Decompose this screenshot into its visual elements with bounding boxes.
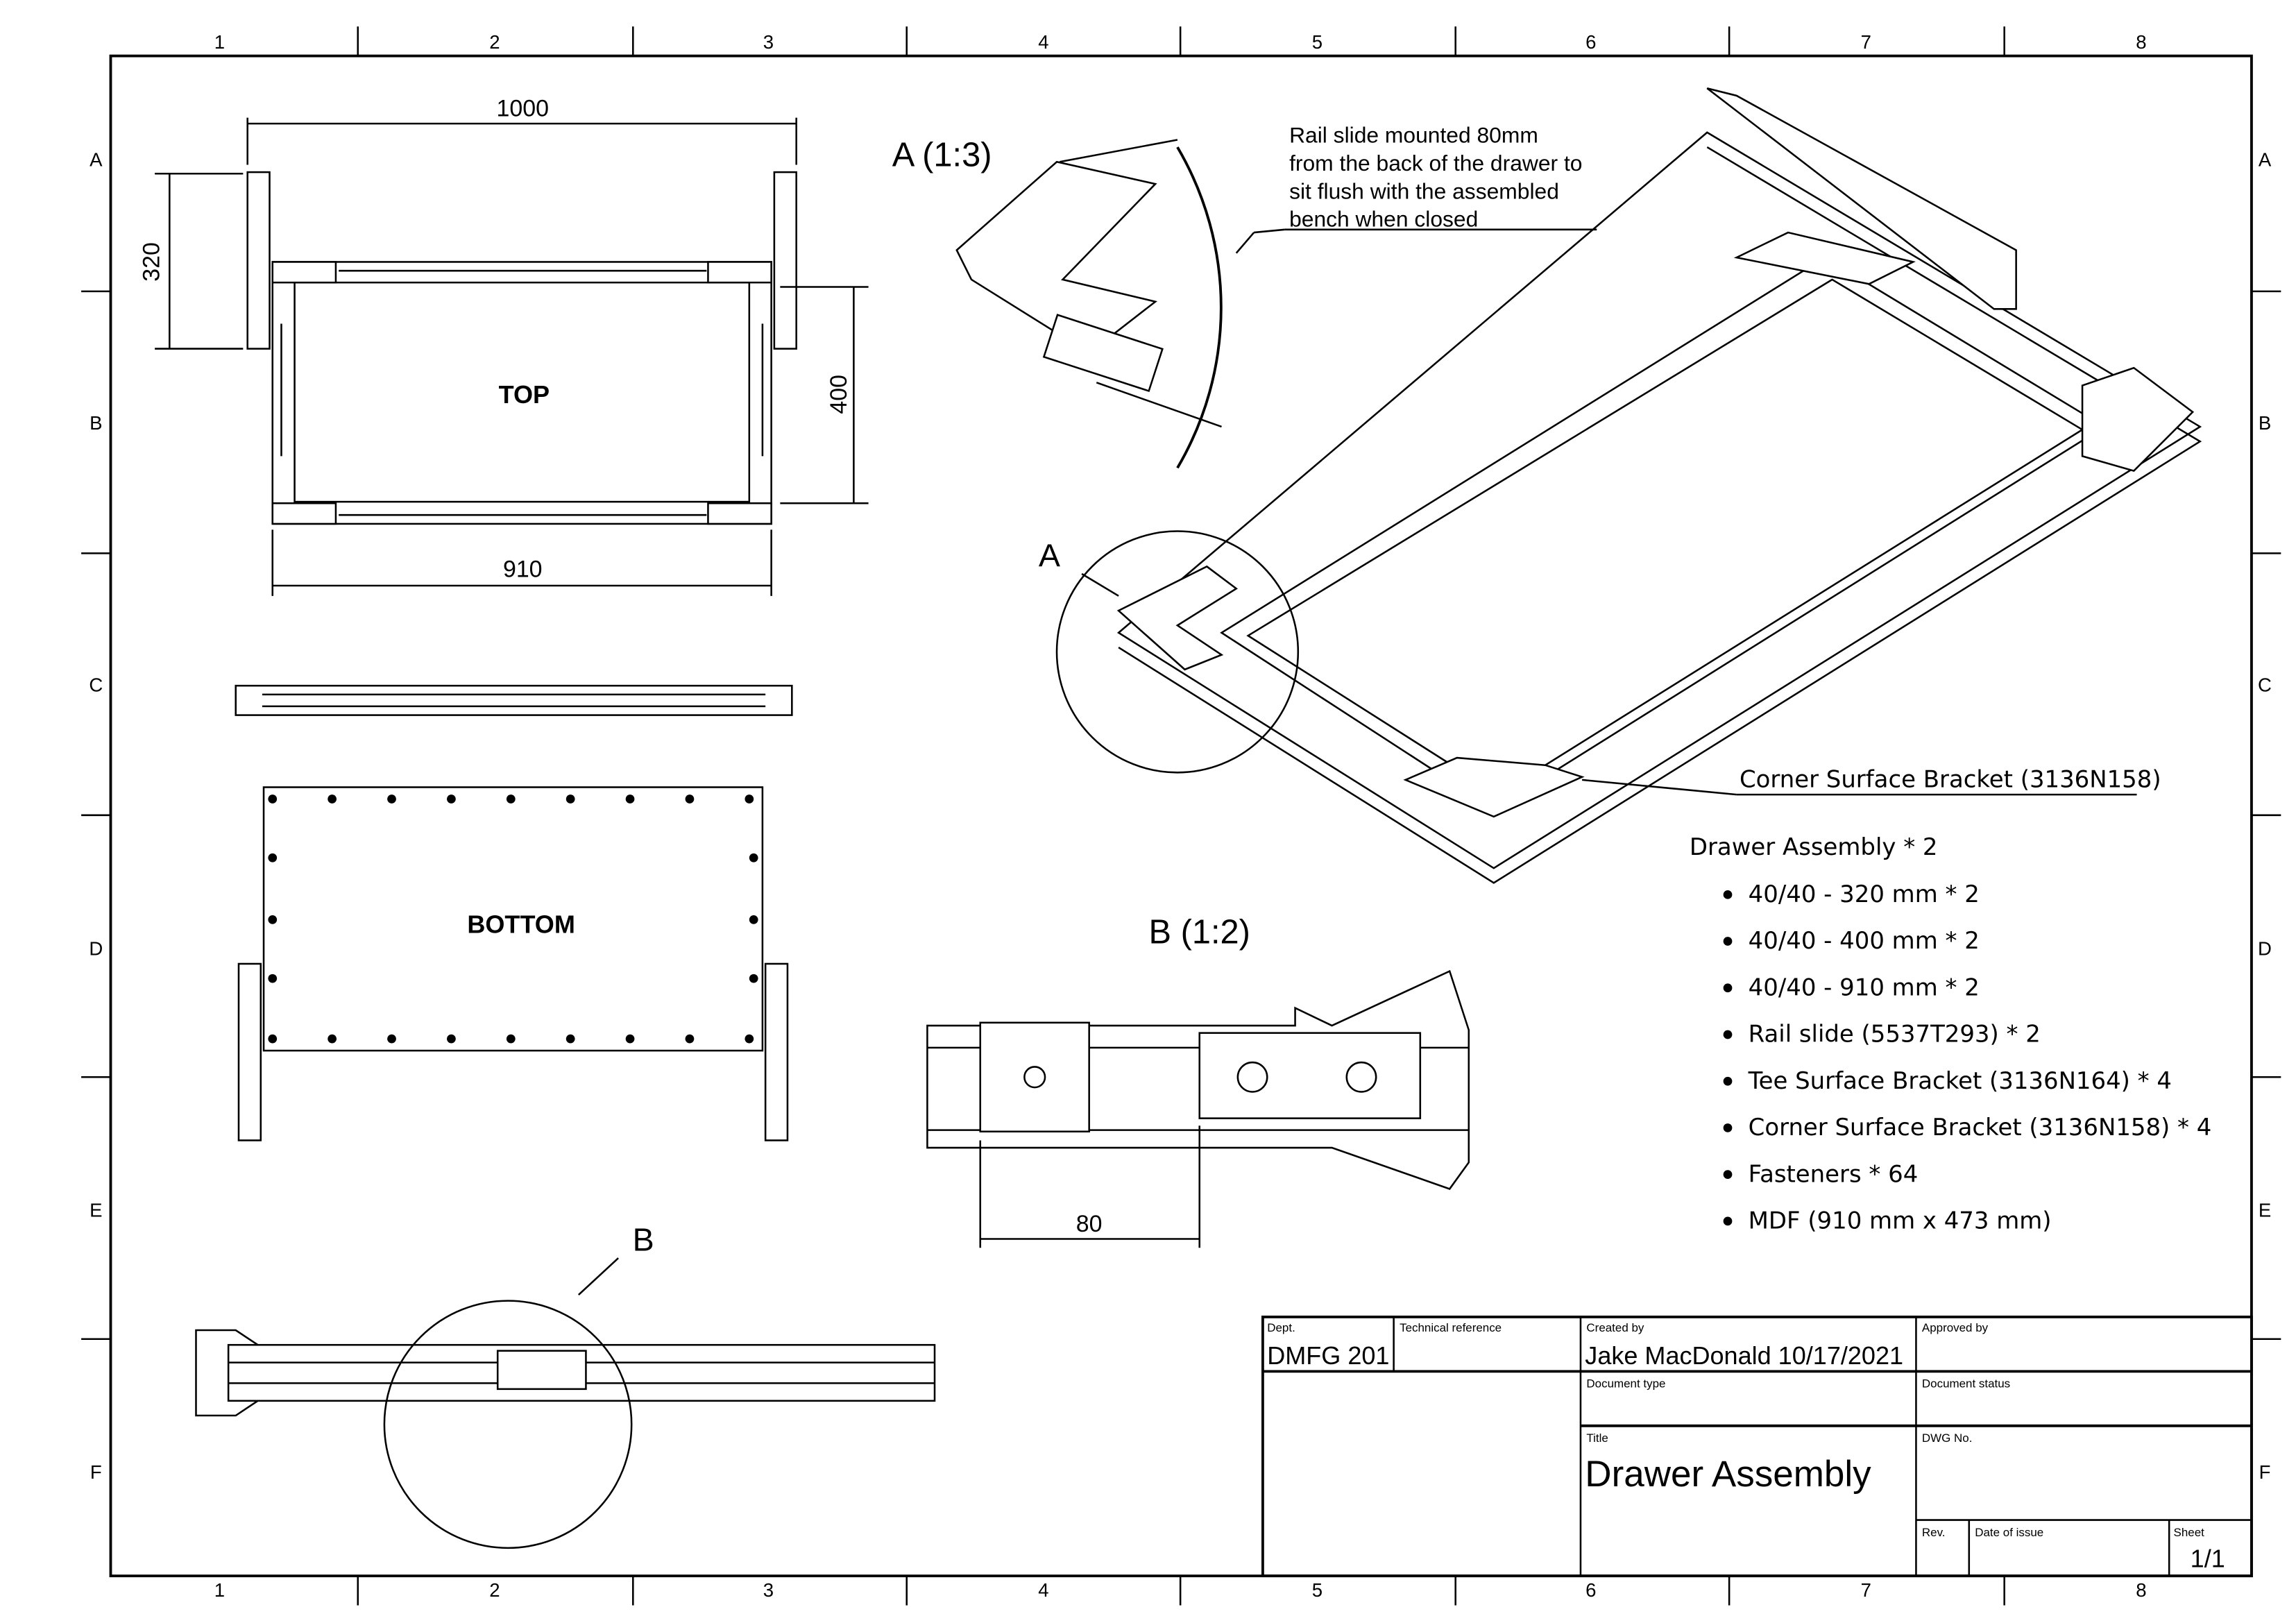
bullet-icon xyxy=(1723,1123,1733,1132)
tech-ref-label: Technical reference xyxy=(1400,1321,1502,1334)
title-block: Dept. DMFG 201 Technical reference Creat… xyxy=(1261,1316,2253,1578)
column-marker: 4 xyxy=(1038,1579,1048,1601)
detail-a-view: A (1:3) Rail slide mounted 80mm from the … xyxy=(892,123,1597,469)
date-of-issue-label: Date of issue xyxy=(1975,1526,2043,1539)
dim-80: 80 xyxy=(1076,1211,1103,1237)
dim-320: 320 xyxy=(138,242,164,282)
dim-910: 910 xyxy=(503,556,543,582)
bullet-icon xyxy=(1723,937,1733,946)
bom-heading: Drawer Assembly * 2 xyxy=(1690,833,1938,860)
rev-label: Rev. xyxy=(1922,1526,1946,1539)
detail-a-marker: A xyxy=(1039,537,1061,573)
column-marker: 6 xyxy=(1585,31,1596,53)
bullet-icon xyxy=(1723,1170,1733,1180)
side-view: B xyxy=(195,1221,936,1549)
row-marker: D xyxy=(89,937,103,959)
detail-b-title: B (1:2) xyxy=(1149,913,1250,951)
row-marker: F xyxy=(2259,1461,2271,1483)
column-marker: 4 xyxy=(1038,31,1048,53)
bullet-icon xyxy=(1723,1216,1733,1226)
column-marker: 7 xyxy=(1861,31,1871,53)
isometric-view: A Corner Surface Bracket (3136N158) xyxy=(1039,87,2202,884)
dwg-no-label: DWG No. xyxy=(1922,1431,1973,1445)
bom-item: Rail slide (5537T293) * 2 xyxy=(1749,1021,2041,1048)
dept-label: Dept. xyxy=(1267,1321,1295,1334)
row-marker: C xyxy=(89,674,103,696)
row-marker: C xyxy=(2258,674,2272,696)
sheet-label: Sheet xyxy=(2174,1526,2205,1539)
created-by-label: Created by xyxy=(1586,1321,1644,1334)
bullet-icon xyxy=(1723,983,1733,993)
created-by-value: Jake MacDonald 10/17/2021 xyxy=(1585,1341,1903,1370)
detail-b-marker: B xyxy=(633,1221,654,1257)
top-view-label: TOP xyxy=(499,380,550,409)
bom-item: Fasteners * 64 xyxy=(1749,1160,1919,1187)
dim-1000: 1000 xyxy=(497,96,549,122)
dim-400: 400 xyxy=(826,375,852,414)
bullet-icon xyxy=(1723,1076,1733,1086)
column-marker: 1 xyxy=(214,1579,225,1601)
column-marker: 1 xyxy=(214,31,225,53)
dept-value: DMFG 201 xyxy=(1267,1341,1389,1370)
detail-a-title: A (1:3) xyxy=(892,137,992,174)
bom-item: Tee Surface Bracket (3136N164) * 4 xyxy=(1748,1067,2172,1094)
column-marker: 7 xyxy=(1861,1579,1871,1601)
bom-item: 40/40 - 320 mm * 2 xyxy=(1749,881,1980,908)
column-marker: 2 xyxy=(489,1579,500,1601)
bottom-view-label: BOTTOM xyxy=(467,910,575,938)
row-marker: F xyxy=(90,1461,102,1483)
rail-slide-note-line: from the back of the drawer to xyxy=(1289,151,1582,176)
doc-type-label: Document type xyxy=(1586,1377,1665,1391)
row-marker: B xyxy=(90,412,102,434)
column-marker: 6 xyxy=(1585,1579,1596,1601)
row-marker: E xyxy=(2259,1200,2271,1221)
row-marker: B xyxy=(2259,412,2271,434)
top-view: 1000 320 TOP 400 910 xyxy=(138,96,869,596)
row-marker: A xyxy=(2259,149,2272,171)
front-view xyxy=(235,684,793,716)
column-marker: 5 xyxy=(1312,1579,1323,1601)
bullet-icon xyxy=(1723,890,1733,899)
bill-of-materials: Drawer Assembly * 2 40/40 - 320 mm * 2 40… xyxy=(1690,833,2211,1234)
row-marker: E xyxy=(90,1200,102,1221)
column-marker: 2 xyxy=(489,31,500,53)
row-marker: A xyxy=(90,149,103,171)
doc-status-label: Document status xyxy=(1922,1377,2010,1391)
bottom-view: BOTTOM xyxy=(237,786,789,1141)
corner-bracket-callout: Corner Surface Bracket (3136N158) xyxy=(1740,766,2161,793)
row-marker: D xyxy=(2258,937,2272,959)
column-marker: 3 xyxy=(763,31,774,53)
column-marker: 8 xyxy=(2136,1579,2146,1601)
rail-slide-note-line: bench when closed xyxy=(1289,207,1478,232)
column-marker: 3 xyxy=(763,1579,774,1601)
bom-item: MDF (910 mm x 473 mm) xyxy=(1749,1207,2052,1234)
sheet-value: 1/1 xyxy=(2191,1544,2225,1572)
bom-item: 40/40 - 910 mm * 2 xyxy=(1749,974,1980,1001)
detail-b-view: B (1:2) 80 xyxy=(926,913,1470,1248)
column-marker: 5 xyxy=(1312,31,1323,53)
approved-by-label: Approved by xyxy=(1922,1321,1989,1334)
rail-slide-note-line: Rail slide mounted 80mm xyxy=(1289,123,1538,148)
bom-item: 40/40 - 400 mm * 2 xyxy=(1749,927,1980,954)
bom-item: Corner Surface Bracket (3136N158) * 4 xyxy=(1749,1114,2212,1141)
rail-slide-note-line: sit flush with the assembled xyxy=(1289,178,1559,203)
drawing-title: Drawer Assembly xyxy=(1585,1454,1871,1495)
title-label: Title xyxy=(1586,1431,1608,1445)
bullet-icon xyxy=(1723,1030,1733,1039)
column-marker: 8 xyxy=(2136,31,2146,53)
